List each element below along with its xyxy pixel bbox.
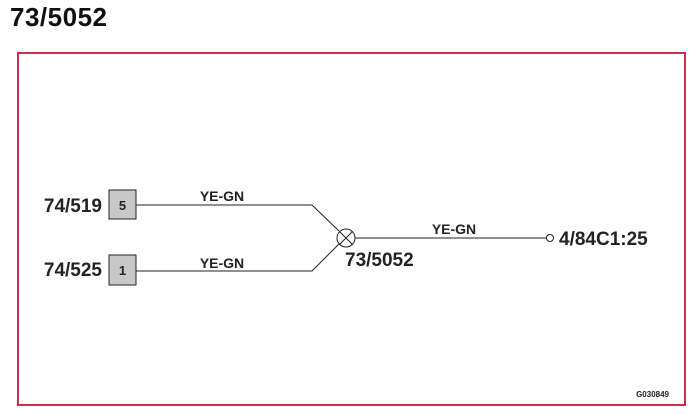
splice-label: 73/5052: [345, 250, 414, 271]
connector-pin-box[interactable]: [108, 189, 137, 220]
connector-label-74-525: 74/525: [44, 260, 103, 281]
connector-pin-number: 1: [119, 263, 126, 278]
wire-label: YE-GN: [200, 188, 244, 204]
connector-pin-number: 5: [119, 198, 126, 213]
wire-ye-gn[interactable]: [136, 204, 340, 232]
diagram-frame: [17, 52, 686, 406]
splice-icon[interactable]: [336, 228, 356, 248]
terminal-circle-icon[interactable]: [546, 234, 554, 242]
wire-label: YE-GN: [432, 221, 476, 237]
wire-label: YE-GN: [200, 255, 244, 271]
drawing-code: G030849: [636, 390, 669, 399]
terminal-label: 4/84C1:25: [559, 229, 648, 250]
wire-ye-gn[interactable]: [136, 243, 340, 272]
page-title: 73/5052: [10, 2, 108, 32]
connector-pin-box[interactable]: [108, 254, 137, 286]
connector-label-74-519: 74/519: [44, 196, 102, 217]
